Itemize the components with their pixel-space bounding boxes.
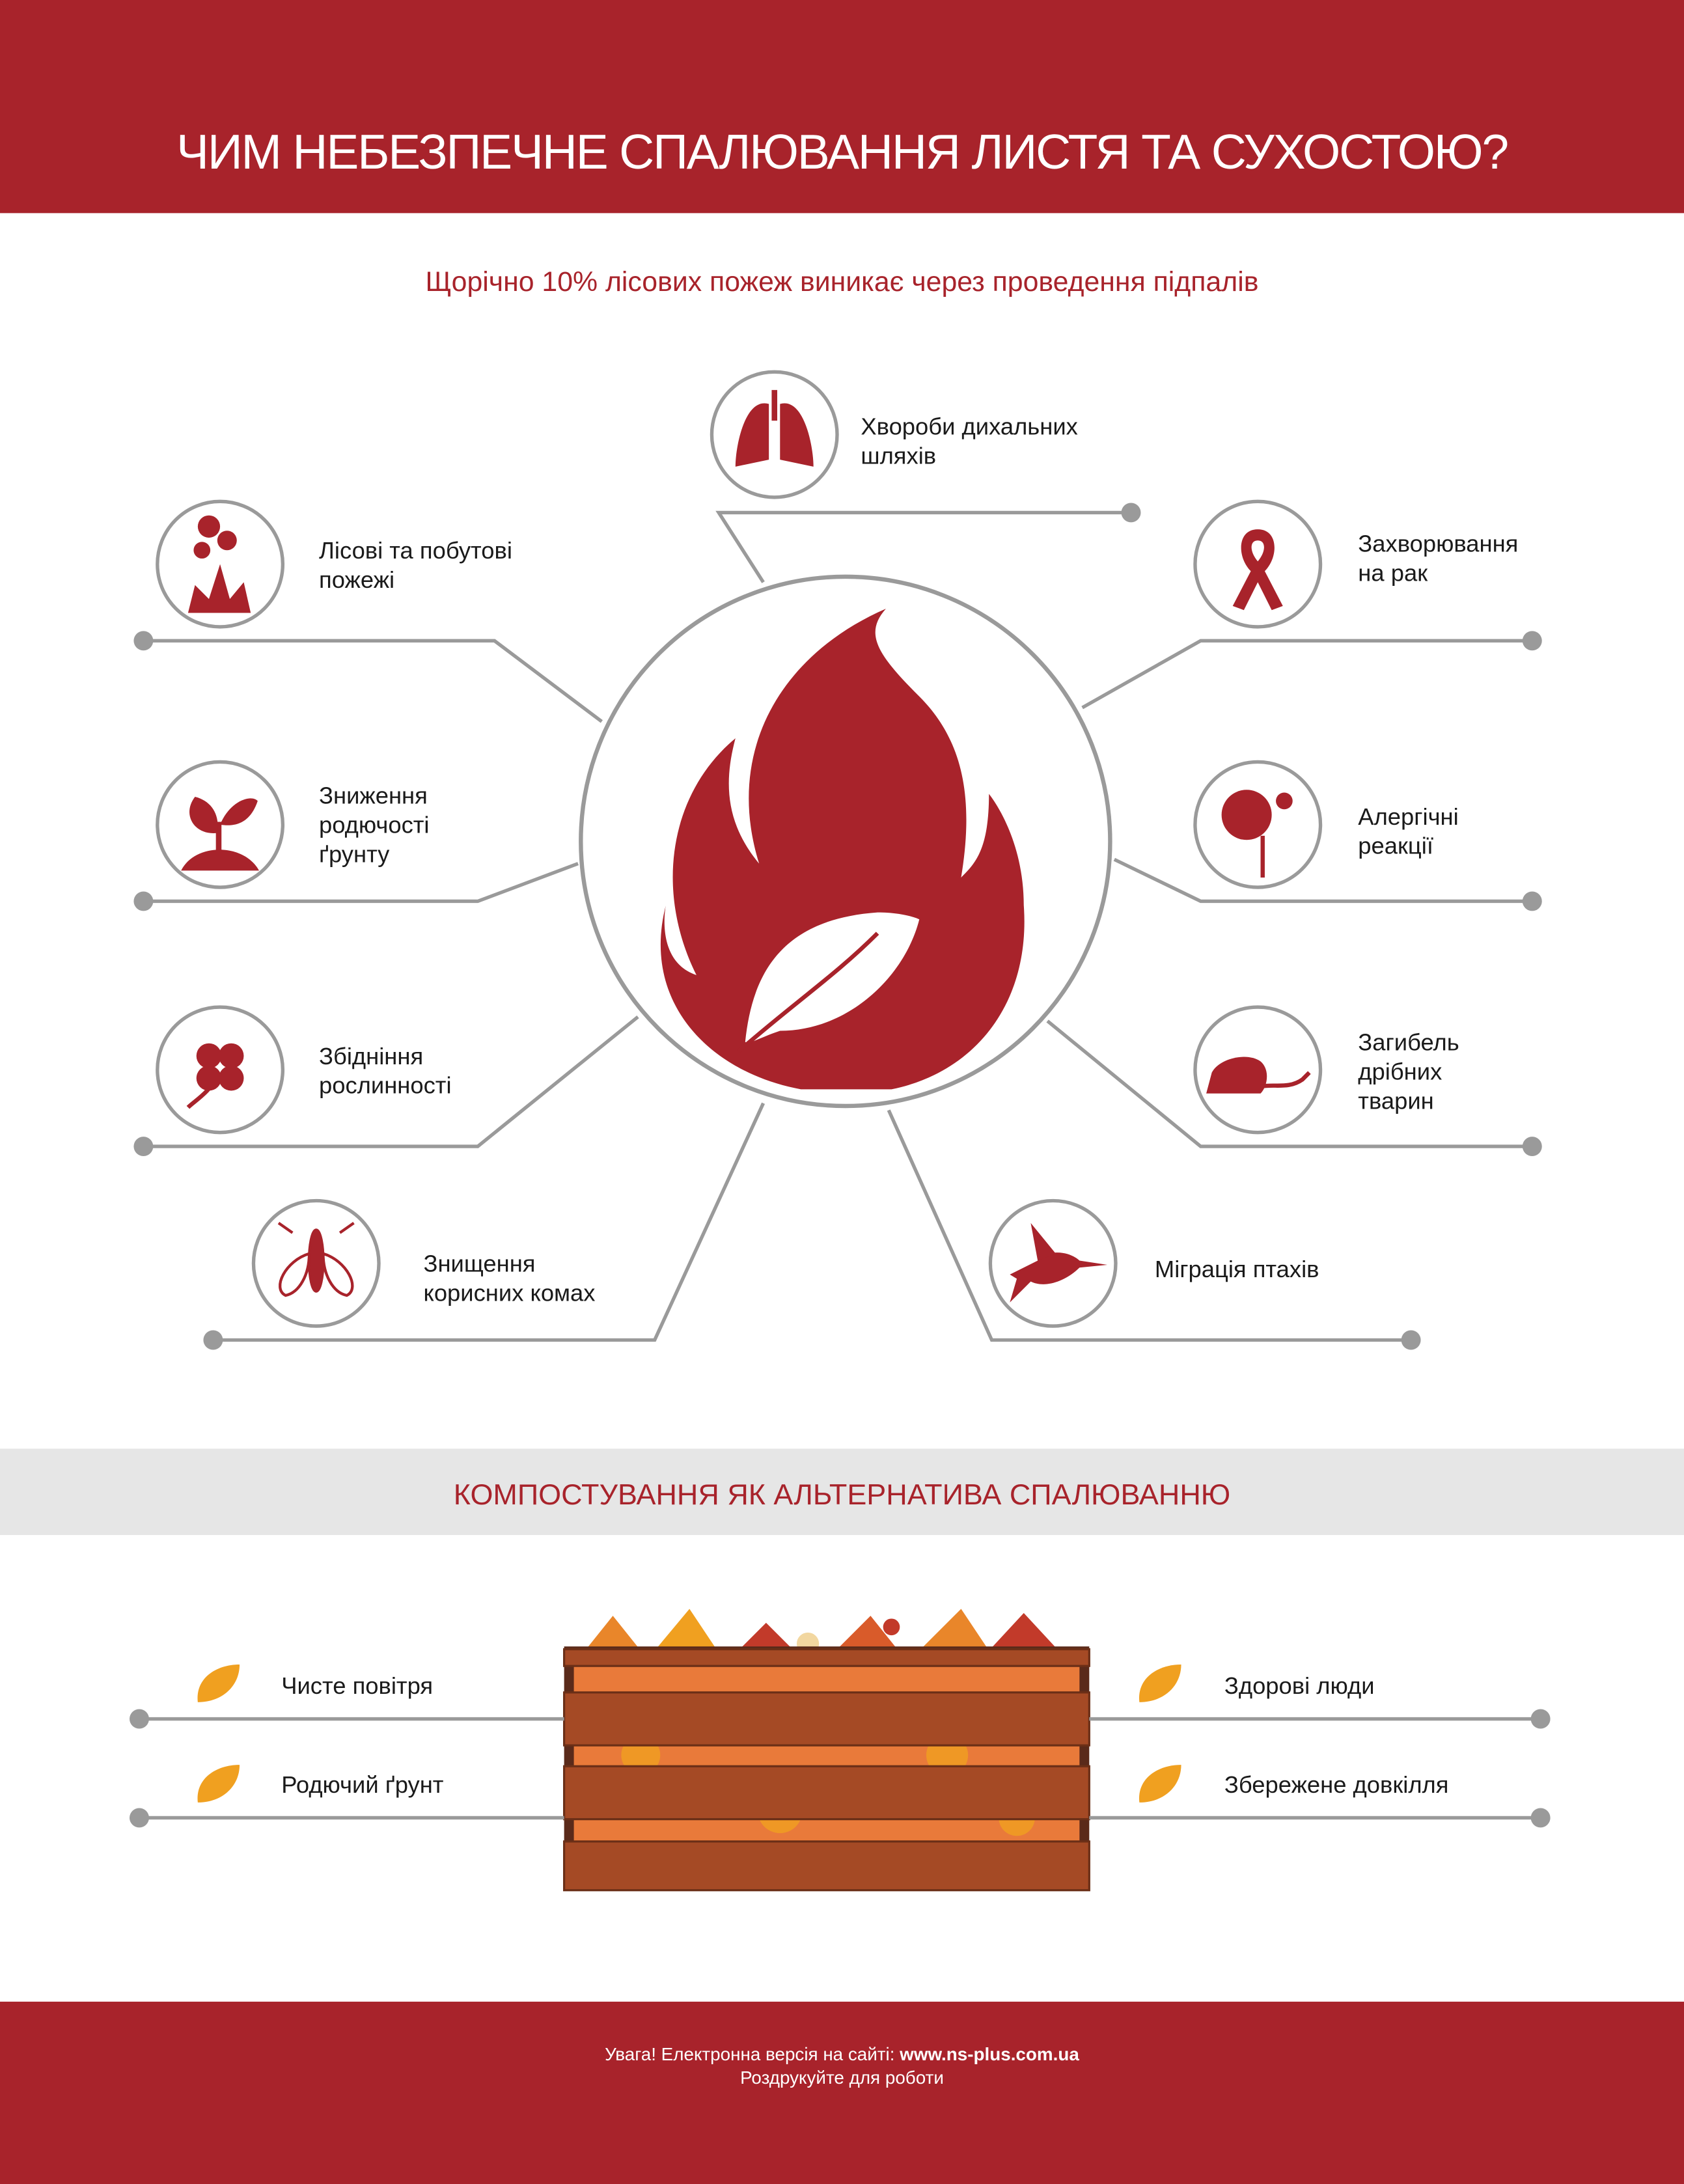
label-line: Загибель [1358, 1029, 1459, 1056]
compost-crate-illustration [563, 1609, 1090, 1892]
fire-leaf-icon [579, 574, 1112, 1109]
label-line: пожежі [319, 566, 395, 594]
label-line: Зниження [319, 782, 428, 810]
label-line: шляхів [861, 443, 937, 470]
label-line: Лісові та побутові [319, 537, 512, 564]
label-line: на рак [1358, 560, 1428, 587]
compost-band [0, 1448, 1684, 1536]
label-line: Збідніння [319, 1043, 424, 1070]
benefit-healthy-people: Здорові люди [1224, 1672, 1375, 1700]
label-line: реакції [1358, 833, 1433, 860]
ribbon-icon [1232, 529, 1283, 611]
bird-icon [1010, 1223, 1108, 1303]
footer-text: Увага! Електронна версія на сайті: www.n… [0, 2042, 1684, 2090]
footer-print-note: Роздрукуйте для роботи [740, 2067, 944, 2088]
forest-fire-icon [187, 515, 251, 613]
danger-label-birds: Міграція птахів [1155, 1255, 1319, 1284]
benefit-fertile-soil: Родючий ґрунт [281, 1771, 444, 1799]
footer-notice: Увага! Електронна версія на сайті: [605, 2043, 900, 2065]
clover-icon [186, 1043, 244, 1109]
flower-icon [1221, 790, 1293, 878]
label-line: дрібних [1358, 1058, 1442, 1085]
connector-lines [143, 510, 1532, 1342]
label-line: Хвороби дихальних [861, 413, 1078, 441]
label-line: Знищення [423, 1251, 536, 1278]
benefit-environment: Збережене довкілля [1224, 1771, 1449, 1799]
benefit-clean-air: Чисте повітря [281, 1672, 434, 1700]
lungs-icon [735, 390, 814, 467]
label-line: рослинності [319, 1072, 452, 1099]
connector-dots [133, 503, 1542, 1350]
compost-title: КОМПОСТУВАННЯ ЯК АЛЬТЕРНАТИВА СПАЛЮВАННЮ [453, 1479, 1231, 1512]
label-line: родючості [319, 812, 430, 839]
label-line: Захворювання [1358, 531, 1519, 557]
label-line: Міграція птахів [1154, 1256, 1319, 1283]
mouse-icon [1206, 1057, 1311, 1094]
sprout-icon [181, 796, 260, 871]
label-line: Алергічні [1358, 803, 1459, 831]
label-line: ґрунту [319, 841, 390, 868]
insect-icon [277, 1221, 355, 1297]
subtitle: Щорічно 10% лісових пожеж виникає через … [425, 267, 1259, 298]
footer-bar [0, 2001, 1684, 2184]
label-line: тварин [1358, 1088, 1434, 1114]
page-title: ЧИМ НЕБЕЗПЕЧНЕ СПАЛЮВАННЯ ЛИСТЯ ТА СУХОС… [176, 125, 1509, 180]
header-bar [0, 0, 1684, 214]
danger-label-cancer: Захворювання на рак [1358, 529, 1518, 588]
footer-url: www.ns-plus.com.ua [900, 2043, 1079, 2065]
leaf-icons [197, 1665, 1181, 1803]
label-line: корисних комах [423, 1280, 596, 1307]
